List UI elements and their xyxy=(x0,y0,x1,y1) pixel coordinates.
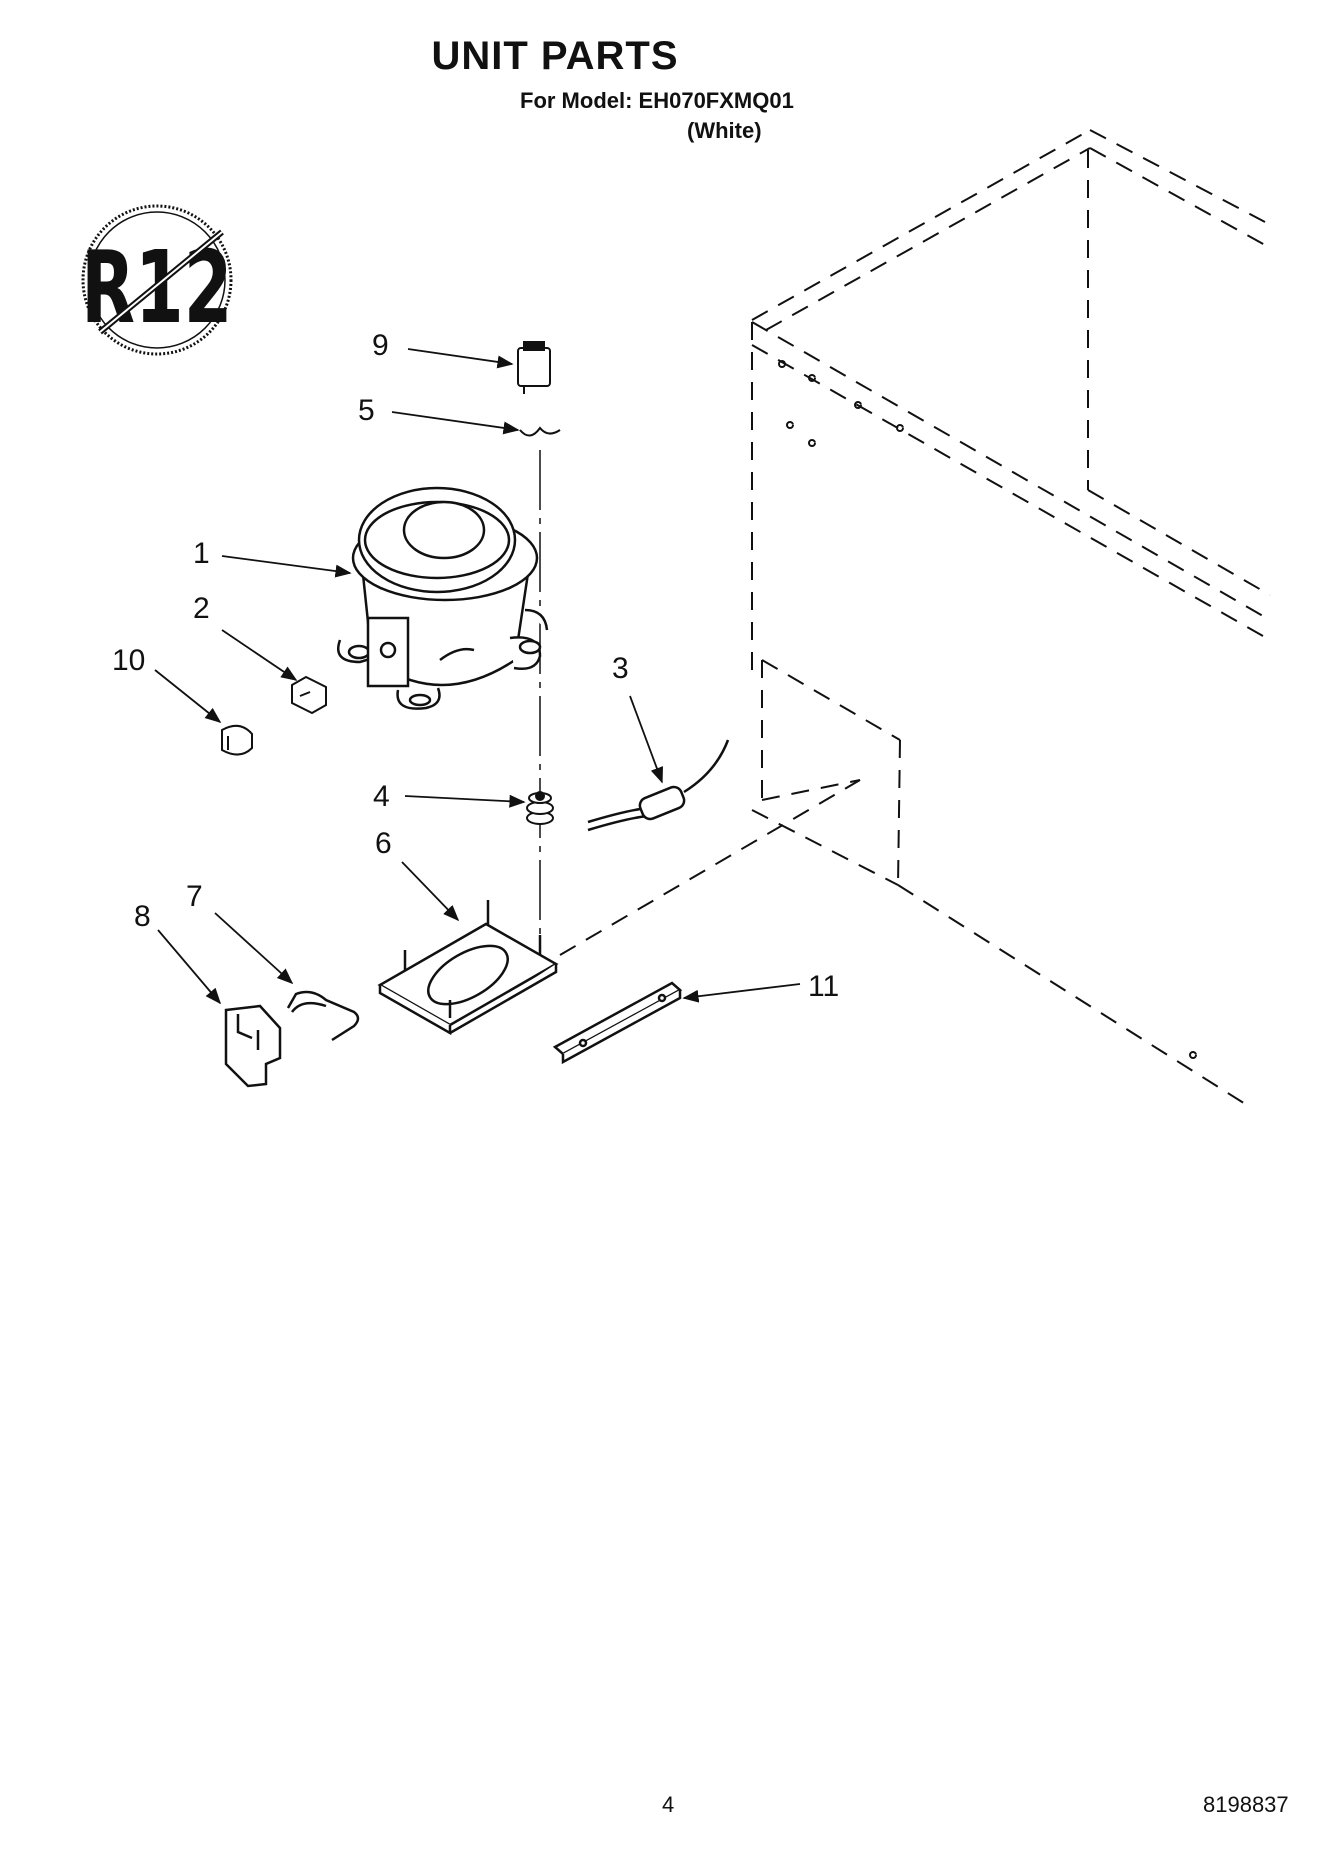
part-8-terminal-cover xyxy=(224,1004,282,1088)
callout-labels: 9 5 1 2 10 3 4 6 7 8 11 xyxy=(112,329,839,1003)
part-2-overload xyxy=(291,675,327,715)
part-11-angle-bracket xyxy=(552,981,683,1065)
document-number: 8198837 xyxy=(1203,1792,1289,1817)
callout-10: 10 xyxy=(112,644,145,677)
model-line: For Model: EH070FXMQ01 xyxy=(520,88,794,113)
page-title: UNIT PARTS xyxy=(431,34,679,78)
part-7-bracket xyxy=(286,990,360,1042)
no-r12-icon: R12 xyxy=(81,204,233,356)
part-6-base-plate xyxy=(377,900,559,1036)
callout-11: 11 xyxy=(808,970,839,1003)
page-number: 4 xyxy=(662,1792,675,1817)
leader-lines xyxy=(154,348,801,1005)
part-3-tube xyxy=(587,739,730,832)
callout-8: 8 xyxy=(134,900,151,933)
callout-7: 7 xyxy=(186,880,203,913)
part-5-clip xyxy=(519,426,561,437)
callout-5: 5 xyxy=(358,394,375,427)
callout-2: 2 xyxy=(193,592,210,625)
callout-4: 4 xyxy=(373,780,390,813)
part-9-relay xyxy=(517,341,551,394)
color-line: (White) xyxy=(687,118,762,143)
part-4-grommet xyxy=(526,791,554,825)
callout-6: 6 xyxy=(375,827,392,860)
callout-9: 9 xyxy=(372,329,389,362)
cabinet-outline xyxy=(559,129,1271,1108)
part-10-cover xyxy=(221,724,253,756)
callout-1: 1 xyxy=(193,537,210,570)
callout-3: 3 xyxy=(612,652,629,685)
part-1-compressor xyxy=(337,486,549,710)
